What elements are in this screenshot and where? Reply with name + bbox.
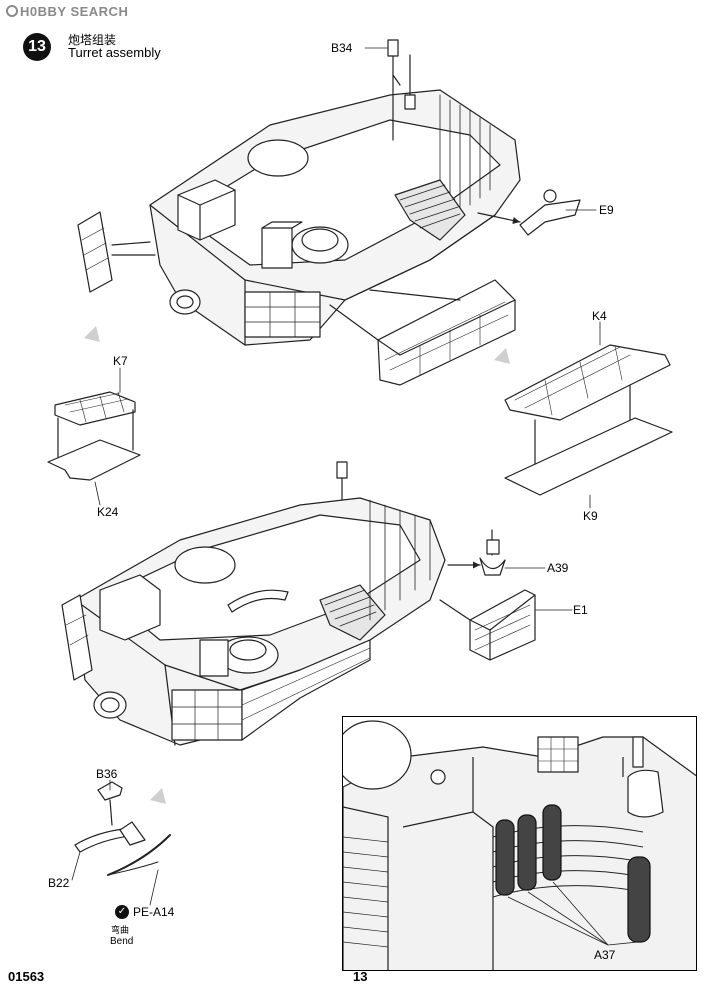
watermark-logo-icon	[6, 5, 18, 17]
step-title-chinese: 炮塔组装	[68, 33, 117, 47]
part-k7-k24	[47, 391, 141, 481]
label-b34: B34	[331, 41, 353, 55]
label-k4: K4	[592, 309, 607, 323]
bend-note-english: Bend	[110, 936, 134, 947]
a37-grenade-4	[627, 856, 651, 943]
a37-grenade-1	[495, 819, 515, 896]
label-e1: E1	[573, 603, 588, 617]
kit-number: 01563	[8, 969, 45, 984]
label-k24: K24	[97, 505, 119, 519]
label-a39: A39	[547, 561, 569, 575]
label-k7: K7	[113, 354, 128, 368]
bend-icon: ✓	[115, 905, 129, 919]
left-applique-part	[77, 211, 156, 293]
detail-inset-box	[342, 716, 697, 971]
label-pe-a14: PE-A14	[133, 905, 175, 919]
label-b36: B36	[96, 767, 118, 781]
side-applique-panel	[329, 279, 516, 386]
label-a37: A37	[594, 948, 616, 962]
page-number: 13	[353, 969, 368, 984]
bend-note-chinese: 弯曲	[111, 926, 130, 936]
upper-turret	[149, 39, 521, 346]
glue-arrow-icon	[84, 326, 510, 804]
label-b22: B22	[48, 876, 70, 890]
part-a39-drawing	[447, 529, 506, 576]
step-title-english: Turret assembly	[68, 45, 161, 60]
a37-grenade-3	[542, 804, 562, 881]
part-k4-k9	[504, 344, 673, 496]
part-e1-drawing	[439, 589, 536, 661]
label-k9: K9	[583, 509, 598, 523]
inset-drawing	[343, 720, 696, 970]
part-e9-drawing	[477, 189, 581, 236]
a37-grenade-2	[517, 814, 537, 891]
step-number-badge: 13	[23, 33, 51, 61]
hobby-search-watermark: H0BBY SEARCH	[6, 4, 166, 20]
lower-turret	[61, 461, 446, 746]
label-e9: E9	[599, 203, 614, 217]
